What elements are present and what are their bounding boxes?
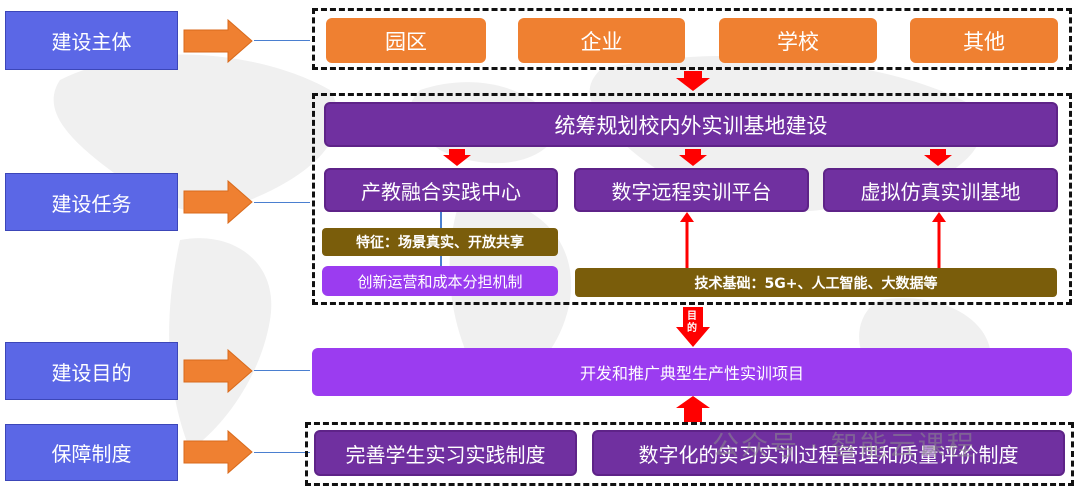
down-arrow-icon [924, 149, 952, 166]
sidebar-item-label: 保障制度 [51, 442, 132, 466]
subject-label: 企业 [580, 29, 623, 54]
up-arrow-icon [932, 212, 946, 270]
up-arrow-icon [680, 212, 694, 270]
subject-park: 园区 [326, 18, 486, 63]
system-label: 数字化的实习实训过程管理和质量评价制度 [638, 442, 1019, 467]
down-arrow-icon [676, 307, 710, 347]
purpose-box: 开发和推广典型生产性实训项目 [312, 348, 1072, 396]
right-arrow-icon [183, 179, 253, 225]
system-digital-management: 数字化的实习实训过程管理和质量评价制度 [592, 430, 1065, 476]
center-digital-remote: 数字远程实训平台 [574, 168, 809, 212]
system-internship: 完善学生实习实践制度 [314, 430, 577, 476]
feature-box: 特征：场景真实、开放共享 [322, 228, 558, 256]
up-arrow-icon [676, 396, 710, 422]
sidebar-item-label: 建设主体 [51, 30, 132, 54]
connector-line [254, 370, 310, 371]
tasks-header-label: 统筹规划校内外实训基地建设 [554, 113, 828, 138]
subjects-frame [312, 8, 1072, 70]
system-label: 完善学生实习实践制度 [345, 442, 546, 467]
tech-basis-box: 技术基础：5G+、人工智能、大数据等 [575, 268, 1057, 297]
right-arrow-icon [183, 348, 253, 394]
sidebar-item-system: 保障制度 [5, 424, 178, 481]
tech-basis-label: 技术基础：5G+、人工智能、大数据等 [694, 275, 938, 292]
sidebar-item-task: 建设任务 [5, 173, 178, 231]
system-frame [305, 422, 1074, 486]
right-arrow-icon [183, 18, 253, 64]
mechanism-label: 创新运营和成本分担机制 [357, 272, 523, 291]
subject-other: 其他 [910, 18, 1058, 63]
connector-line [254, 202, 310, 203]
purpose-label: 开发和推广典型生产性实训项目 [579, 364, 804, 383]
center-label: 虚拟仿真实训基地 [860, 179, 1021, 204]
subject-school: 学校 [719, 18, 877, 63]
sidebar-item-subject: 建设主体 [5, 11, 178, 70]
mechanism-box: 创新运营和成本分担机制 [322, 266, 558, 296]
tasks-header: 统筹规划校内外实训基地建设 [324, 102, 1058, 147]
right-arrow-icon [183, 429, 253, 475]
subject-label: 园区 [385, 29, 427, 54]
down-arrow-icon [676, 71, 710, 91]
center-label: 产教融合实践中心 [361, 179, 521, 204]
center-label: 数字远程实训平台 [611, 179, 772, 204]
sidebar-item-label: 建设目的 [51, 360, 132, 385]
connector-line [254, 40, 310, 41]
sidebar-item-label: 建设任务 [51, 191, 132, 216]
down-arrow-icon [443, 149, 471, 166]
subject-enterprise: 企业 [518, 18, 685, 63]
connector-line [254, 452, 310, 453]
subject-label: 学校 [777, 29, 819, 54]
watermark-text: 公众号 · 智能云课程 [712, 431, 976, 462]
center-virtual-simulation: 虚拟仿真实训基地 [823, 168, 1058, 212]
tasks-frame [312, 93, 1072, 305]
center-industry-education: 产教融合实践中心 [324, 168, 558, 212]
sidebar-item-purpose: 建设目的 [5, 342, 178, 400]
feature-label: 特征：场景真实、开放共享 [356, 235, 524, 251]
purpose-arrow-label: 目的 [687, 311, 697, 334]
down-arrow-icon [679, 149, 707, 166]
subject-label: 其他 [963, 29, 1005, 54]
